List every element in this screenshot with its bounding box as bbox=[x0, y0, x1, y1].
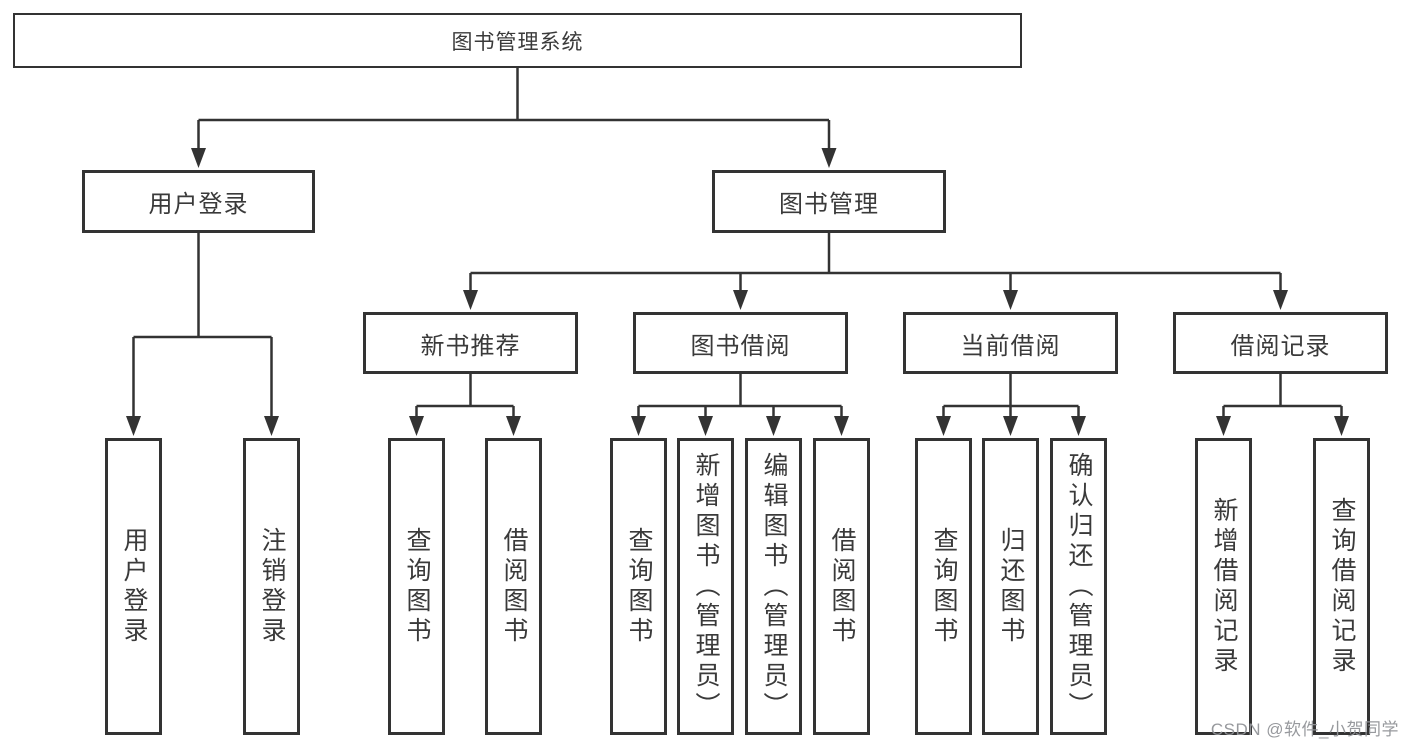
node-new-book-recommend: 新书推荐 bbox=[363, 312, 578, 374]
node-leaf-query-borrow-record: 查询借阅记录 bbox=[1313, 438, 1370, 735]
node-leaf-borrow-books-borrowing: 借阅图书 bbox=[813, 438, 870, 735]
node-leaf-edit-books-admin: 编辑图书（管理员） bbox=[745, 438, 802, 735]
node-leaf-confirm-return-admin: 确认归还（管理员） bbox=[1050, 438, 1107, 735]
node-leaf-add-books-admin: 新增图书（管理员） bbox=[677, 438, 734, 735]
node-leaf-logout: 注销登录 bbox=[243, 438, 300, 735]
node-leaf-user-login: 用户登录 bbox=[105, 438, 162, 735]
node-leaf-query-books-current: 查询图书 bbox=[915, 438, 972, 735]
node-book-management: 图书管理 bbox=[712, 170, 946, 233]
node-leaf-borrow-books-recommend: 借阅图书 bbox=[485, 438, 542, 735]
node-current-borrowing: 当前借阅 bbox=[903, 312, 1118, 374]
node-root-library-management-system: 图书管理系统 bbox=[13, 13, 1022, 68]
node-leaf-query-books-recommend: 查询图书 bbox=[388, 438, 445, 735]
node-book-borrowing: 图书借阅 bbox=[633, 312, 848, 374]
node-leaf-add-borrow-record: 新增借阅记录 bbox=[1195, 438, 1252, 735]
node-user-login: 用户登录 bbox=[82, 170, 315, 233]
csdn-watermark: CSDN @软件_小贺同学 bbox=[1210, 720, 1399, 739]
node-leaf-query-books-borrowing: 查询图书 bbox=[610, 438, 667, 735]
node-borrowing-records: 借阅记录 bbox=[1173, 312, 1388, 374]
node-leaf-return-books: 归还图书 bbox=[982, 438, 1039, 735]
